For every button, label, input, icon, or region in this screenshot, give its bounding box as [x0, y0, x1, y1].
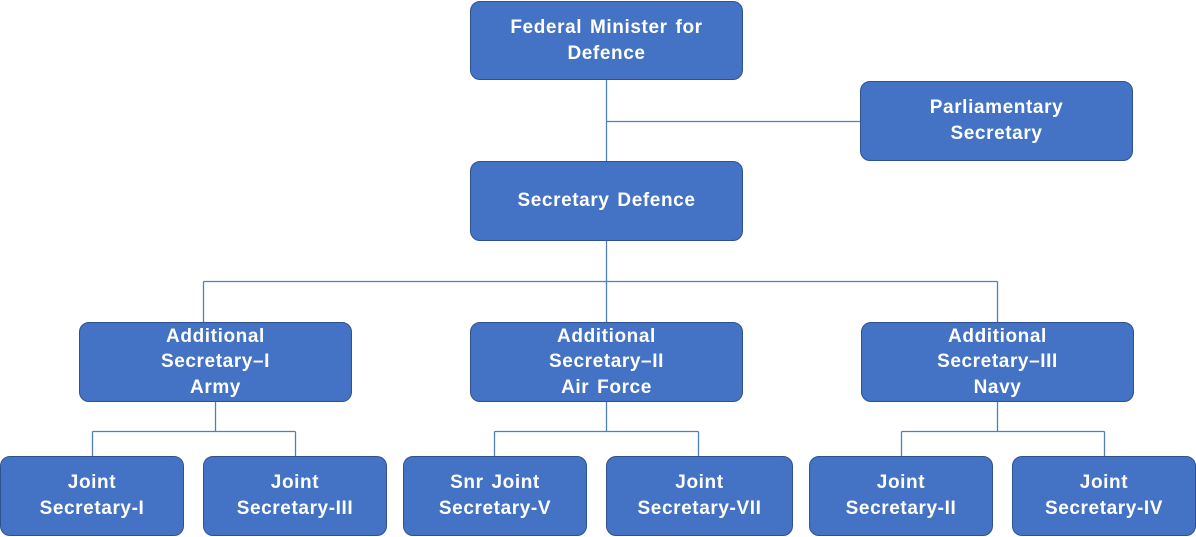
node-parliamentary-secretary: Parliamentary Secretary: [860, 81, 1133, 161]
node-joint-secretary-1: Joint Secretary-I: [0, 456, 184, 536]
node-label-line: Additional: [948, 325, 1047, 347]
node-label-line: Defence: [567, 42, 646, 64]
node-label-line: Joint: [1079, 472, 1129, 493]
node-label-line: Secretary-VII: [637, 498, 762, 519]
node-label-line: Army: [190, 376, 241, 398]
node-label-line: Air Force: [561, 376, 652, 398]
node-label-line: Joint: [67, 472, 117, 493]
node-label-line: Secretary Defence: [517, 190, 696, 211]
node-additional-secretary-3: Additional Secretary–III Navy: [861, 322, 1134, 402]
node-secretary-defence: Secretary Defence: [470, 161, 743, 241]
node-joint-secretary-3: Joint Secretary-III: [203, 456, 387, 536]
node-label-line: Snr Joint: [450, 472, 540, 493]
node-label-line: Secretary–III: [937, 351, 1058, 373]
node-label-line: Navy: [973, 376, 1022, 398]
node-label-line: Parliamentary: [929, 97, 1064, 118]
node-label-line: Secretary-III: [236, 498, 354, 519]
node-joint-secretary-2: Joint Secretary-II: [809, 456, 993, 536]
node-label-line: Additional: [557, 325, 656, 347]
node-label-line: Secretary–II: [549, 351, 664, 373]
node-label-line: Federal Minister for: [510, 16, 703, 38]
node-label-line: Secretary-II: [845, 498, 957, 519]
node-label-line: Secretary-I: [39, 498, 145, 519]
node-label-line: Secretary–I: [160, 351, 271, 373]
node-additional-secretary-2: Additional Secretary–II Air Force: [470, 322, 743, 402]
node-label-line: Additional: [166, 325, 265, 347]
node-label-line: Joint: [876, 472, 926, 493]
node-snr-joint-secretary-5: Snr Joint Secretary-V: [403, 456, 587, 536]
node-additional-secretary-1: Additional Secretary–I Army: [79, 322, 352, 402]
node-label-line: Secretary-V: [438, 498, 552, 519]
node-label-line: Joint: [675, 472, 724, 493]
node-joint-secretary-4: Joint Secretary-IV: [1012, 456, 1196, 536]
node-label-line: Secretary-IV: [1044, 498, 1164, 519]
node-label-line: Joint: [270, 472, 320, 493]
node-label-line: Secretary: [950, 123, 1043, 144]
node-federal-minister: Federal Minister for Defence: [470, 1, 743, 80]
node-joint-secretary-7: Joint Secretary-VII: [606, 456, 793, 536]
